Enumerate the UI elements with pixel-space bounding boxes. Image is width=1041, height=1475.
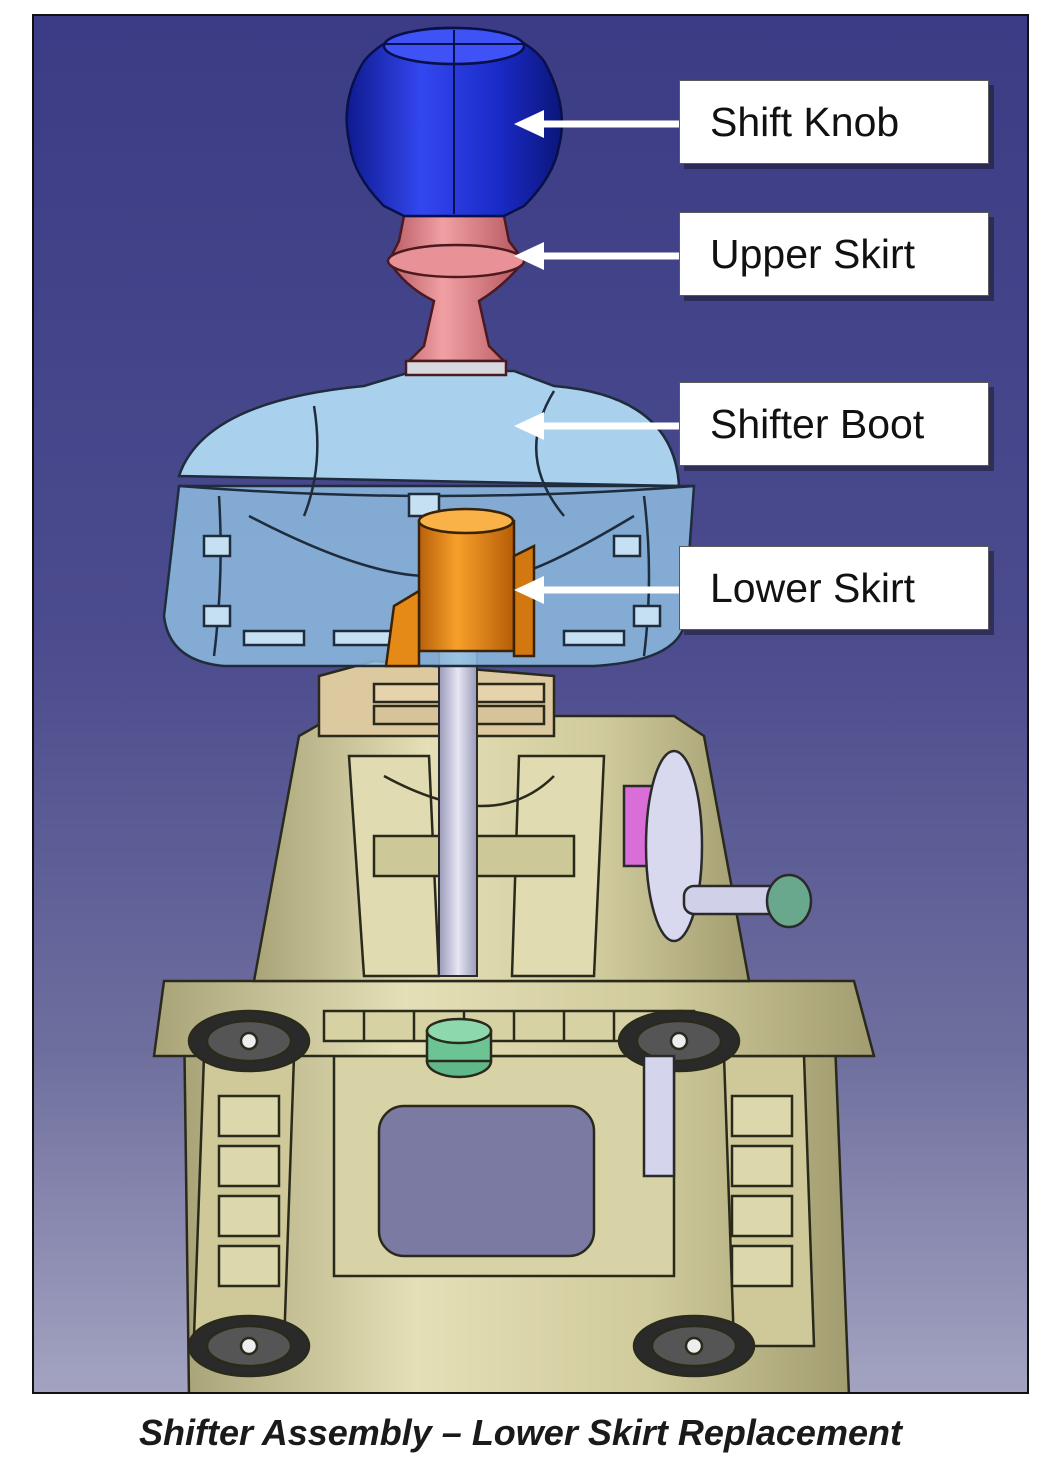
figure-caption: Shifter Assembly – Lower Skirt Replaceme… xyxy=(139,1412,902,1453)
label-shift-knob-text: Shift Knob xyxy=(710,98,900,145)
shift-knob xyxy=(345,26,564,218)
label-lower-skirt-text: Lower Skirt xyxy=(710,564,916,611)
arrowhead-shift-knob-icon xyxy=(514,110,544,138)
label-upper-skirt: Upper Skirt xyxy=(679,212,989,296)
label-shifter-boot-text: Shifter Boot xyxy=(710,400,925,447)
lower-skirt xyxy=(384,507,536,668)
label-upper-skirt-text: Upper Skirt xyxy=(710,230,916,277)
shifter-illustration xyxy=(152,26,876,1392)
arrowhead-shifter-boot-icon xyxy=(514,412,544,440)
side-linkage xyxy=(622,749,813,1178)
upper-skirt xyxy=(386,214,526,377)
label-lower-skirt: Lower Skirt xyxy=(679,546,989,630)
arrowhead-lower-skirt-icon xyxy=(514,576,544,604)
arrowhead-upper-skirt-icon xyxy=(514,242,544,270)
leader-arrows xyxy=(514,110,680,604)
shifter-housing xyxy=(152,659,876,1392)
label-shifter-boot: Shifter Boot xyxy=(679,382,989,466)
label-shift-knob: Shift Knob xyxy=(679,80,989,164)
shift-shaft xyxy=(438,615,478,977)
diagram-frame: Shift Knob Upper Skirt Shifter Boot Lowe… xyxy=(32,14,1029,1394)
